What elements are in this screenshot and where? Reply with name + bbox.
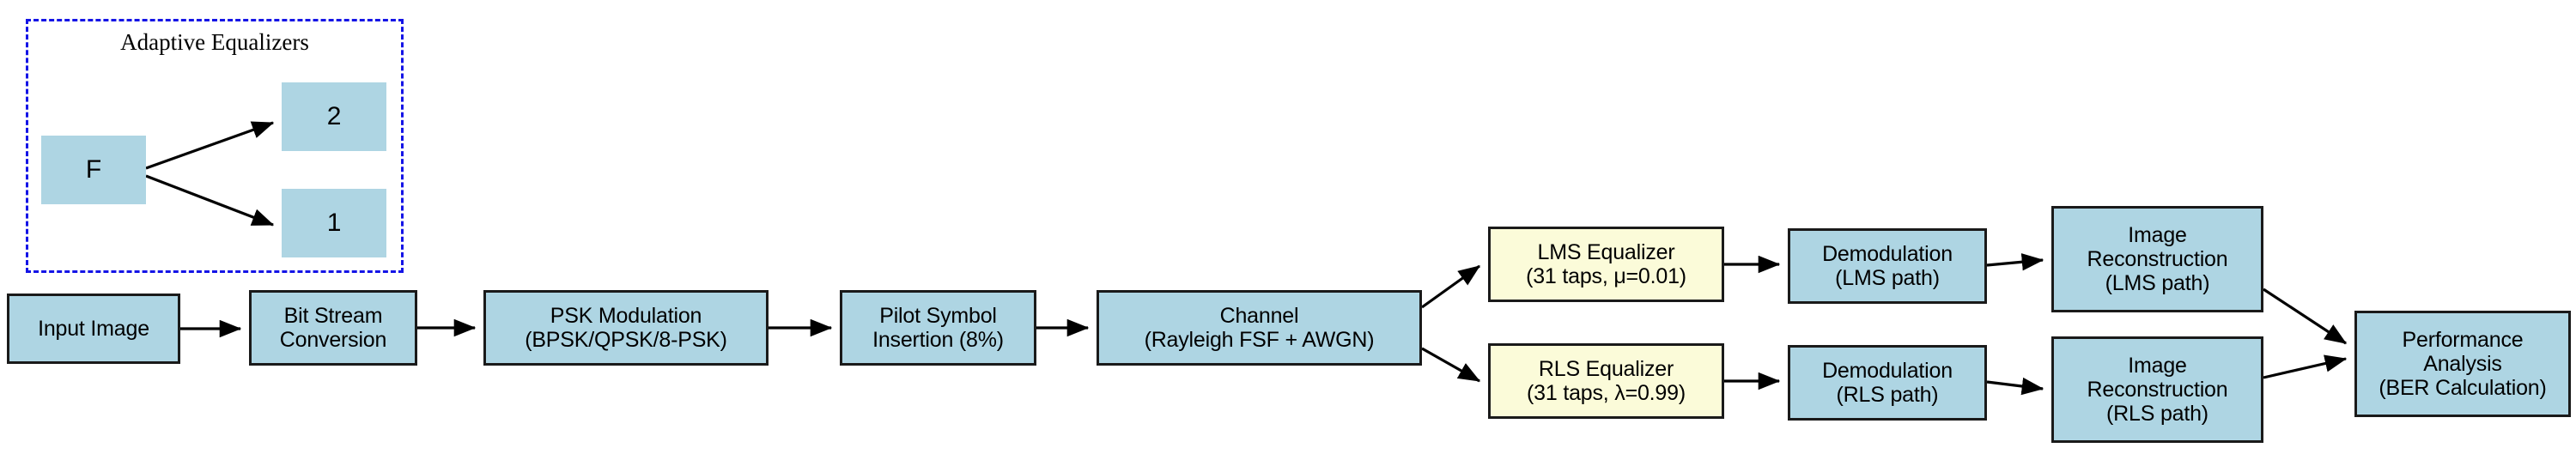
node-label: Input Image [38, 317, 149, 341]
edge-image-reconstruction-rls-to-performance-analysis [2263, 354, 2348, 379]
node-rls-equalizer[interactable]: RLS Equalizer (31 taps, λ=0.99) [1488, 343, 1724, 419]
node-label: Pilot Symbol Insertion (8%) [872, 304, 1004, 352]
adaptive-equalizers-group-box [26, 19, 404, 273]
node-label: PSK Modulation (BPSK/QPSK/8-PSK) [525, 304, 727, 352]
node-label: Image Reconstruction (RLS path) [2087, 354, 2228, 426]
node-label: 1 [326, 209, 342, 238]
node-performance-analysis[interactable]: Performance Analysis (BER Calculation) [2354, 311, 2571, 417]
node-channel[interactable]: Channel (Rayleigh FSF + AWGN) [1097, 290, 1422, 366]
edge-demodulation-lms-to-image-reconstruction-lms [1986, 253, 2044, 271]
node-label: 2 [326, 102, 342, 131]
node-pilot-symbol-insertion[interactable]: Pilot Symbol Insertion (8%) [840, 290, 1036, 366]
node-demodulation-rls[interactable]: Demodulation (RLS path) [1788, 345, 1987, 421]
node-equalizer-family[interactable]: F [41, 136, 146, 204]
node-demodulation-lms[interactable]: Demodulation (LMS path) [1788, 228, 1987, 304]
node-label: RLS Equalizer (31 taps, λ=0.99) [1527, 357, 1686, 405]
node-label: Performance Analysis (BER Calculation) [2379, 328, 2547, 400]
node-label: Demodulation (LMS path) [1822, 242, 1953, 290]
edge-image-reconstruction-lms-to-performance-analysis [2263, 288, 2348, 345]
edge-channel-to-rls-equalizer [1421, 347, 1481, 383]
edge-channel-to-lms-equalizer [1421, 264, 1481, 309]
node-equalizer-variant-2[interactable]: 2 [282, 82, 386, 151]
node-label: Channel (Rayleigh FSF + AWGN) [1144, 304, 1375, 352]
node-lms-equalizer[interactable]: LMS Equalizer (31 taps, μ=0.01) [1488, 227, 1724, 302]
node-equalizer-variant-1[interactable]: 1 [282, 189, 386, 257]
node-bit-stream-conversion[interactable]: Bit Stream Conversion [249, 290, 417, 366]
edge-demodulation-rls-to-image-reconstruction-rls [1986, 377, 2044, 396]
node-psk-modulation[interactable]: PSK Modulation (BPSK/QPSK/8-PSK) [483, 290, 769, 366]
node-image-reconstruction-rls[interactable]: Image Reconstruction (RLS path) [2051, 336, 2263, 443]
adaptive-equalizers-group-label: Adaptive Equalizers [120, 29, 309, 55]
node-label: LMS Equalizer (31 taps, μ=0.01) [1526, 240, 1686, 288]
node-label: Image Reconstruction (LMS path) [2087, 223, 2228, 295]
node-label: Demodulation (RLS path) [1822, 359, 1953, 407]
node-label: Bit Stream Conversion [279, 304, 387, 352]
node-input-image[interactable]: Input Image [7, 294, 180, 364]
node-label: F [85, 155, 102, 185]
node-image-reconstruction-lms[interactable]: Image Reconstruction (LMS path) [2051, 206, 2263, 312]
